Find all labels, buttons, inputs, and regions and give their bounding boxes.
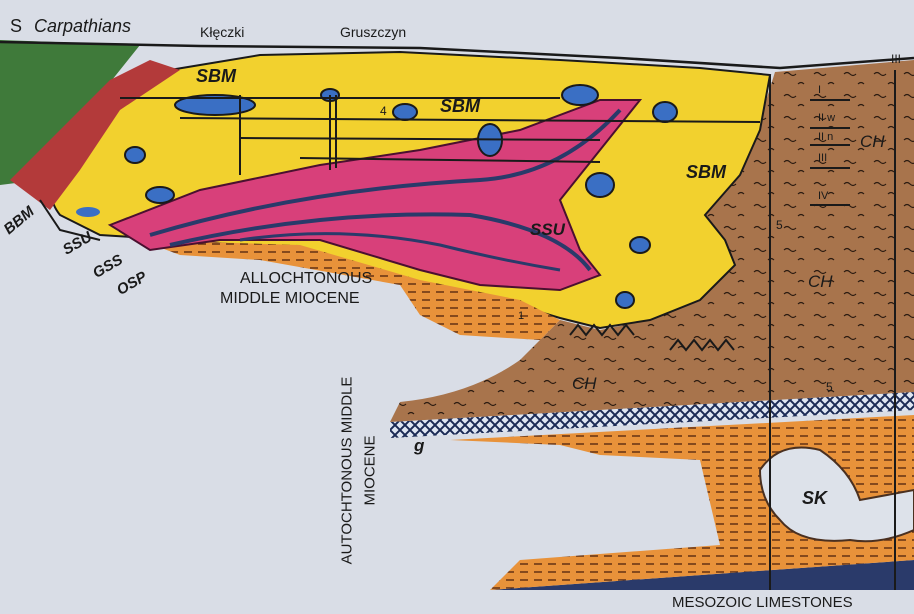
label-south: S: [10, 16, 22, 37]
label-num-5a: 5: [776, 218, 783, 232]
label-level-I: I: [818, 84, 821, 96]
inclusion-8: [76, 207, 100, 217]
label-ch-2: CH: [808, 272, 833, 292]
inclusion-7: [146, 187, 174, 203]
label-section-III: III: [891, 52, 901, 66]
label-ssu-mid: SSU: [530, 220, 565, 240]
label-mesozoic: MESOZOIC LIMESTONES: [672, 594, 853, 611]
label-allochtonous-1: ALLOCHTONOUS: [240, 270, 372, 288]
label-autochtonous-2: MIOCENE: [362, 435, 379, 505]
label-gruszczyn: Gruszczyn: [340, 24, 406, 40]
label-level-IIw: II w: [818, 112, 835, 124]
inclusion-10: [630, 237, 650, 253]
label-autochtonous-1: AUTOCHTONOUS MIDDLE: [338, 377, 355, 565]
label-carpathians: Carpathians: [34, 16, 131, 37]
label-level-IIn: II n: [818, 131, 833, 143]
label-num-1: 1: [518, 310, 524, 322]
label-num-5b: 5: [826, 380, 833, 394]
label-sbm-1: SBM: [196, 66, 236, 87]
inclusion-2: [393, 104, 417, 120]
label-ch-3: CH: [572, 374, 597, 394]
label-sbm-3: SBM: [686, 162, 726, 183]
inclusion-3: [562, 85, 598, 105]
label-sbm-2: SBM: [440, 96, 480, 117]
label-level-IV: IV: [818, 190, 828, 202]
label-kleczki: Kłęczki: [200, 24, 244, 40]
label-num-4: 4: [380, 104, 387, 118]
inclusion-11: [616, 292, 634, 308]
label-sk: SK: [802, 488, 827, 509]
inclusion-9: [125, 147, 145, 163]
label-g: g: [414, 436, 424, 456]
inclusion-6: [586, 173, 614, 197]
label-level-III: III: [818, 152, 827, 164]
inclusion-4: [653, 102, 677, 122]
label-allochtonous-2: MIDDLE MIOCENE: [220, 290, 360, 308]
label-ch-1: CH: [860, 132, 885, 152]
